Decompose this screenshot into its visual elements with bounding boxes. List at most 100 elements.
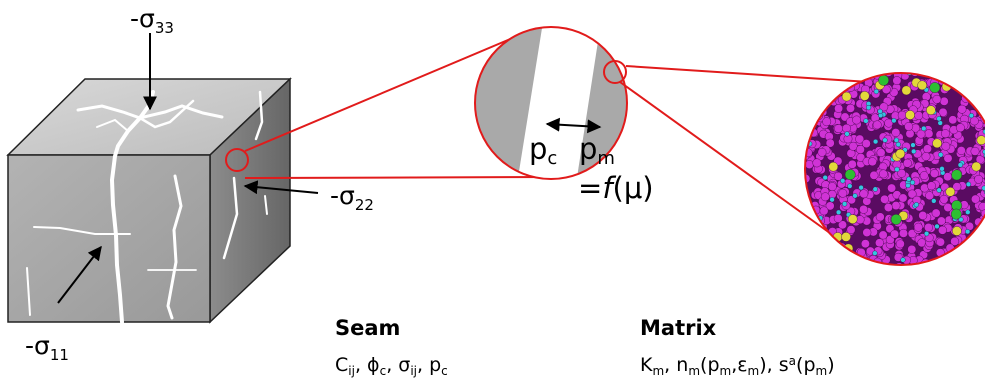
kerogen-atom — [834, 104, 843, 113]
hydrogen-atom — [863, 118, 869, 124]
hydrogen-atom — [936, 187, 942, 193]
kerogen-atom — [914, 111, 924, 121]
kerogen-atom — [838, 220, 847, 230]
molecular-view — [804, 72, 985, 271]
zoom-line-mol-upper — [625, 65, 870, 83]
hydrogen-atom — [909, 179, 916, 186]
matrix-title: Matrix — [640, 316, 717, 340]
hydrogen-atom — [900, 257, 906, 263]
top-fracture-c — [96, 118, 129, 132]
sigma22-label: -σ22 — [330, 181, 374, 214]
kerogen-atom — [875, 238, 884, 248]
hydrogen-atom — [905, 182, 911, 189]
kerogen-atom — [856, 145, 865, 154]
hydrogen-atom — [923, 231, 930, 237]
hydrogen-atom — [921, 125, 927, 132]
kerogen-atom — [925, 191, 934, 201]
kerogen-atom — [898, 193, 908, 203]
kerogen-atom — [950, 236, 960, 246]
kerogen-atom — [913, 222, 923, 232]
kerogen-atom — [956, 146, 966, 156]
kerogen-atom — [943, 203, 953, 212]
mineral-atom — [890, 213, 902, 225]
kerogen-atom — [846, 103, 855, 113]
kerogen-atom — [884, 203, 893, 212]
kerogen-atom — [861, 239, 870, 249]
kerogen-atom — [887, 183, 896, 193]
seam-params: Cij, ϕc, σij, pc — [335, 354, 448, 378]
sigma22-arrow — [243, 180, 319, 195]
kerogen-atom — [822, 117, 832, 127]
hydrogen-atom — [968, 112, 975, 119]
kerogen-atom — [932, 94, 942, 104]
hydrogen-atom — [958, 216, 964, 223]
kerogen-atom — [878, 230, 888, 240]
kerogen-atom — [890, 229, 899, 239]
kerogen-atom — [905, 129, 915, 139]
kerogen-atom — [869, 170, 879, 180]
kerogen-atom — [937, 216, 946, 226]
kerogen-atom — [936, 237, 945, 247]
kerogen-atom — [941, 141, 951, 151]
hydrogen-atom — [872, 186, 878, 192]
hydrogen-atom — [983, 152, 985, 159]
hydrogen-atom — [873, 88, 879, 95]
kerogen-atom — [820, 192, 830, 202]
kerogen-atom — [957, 104, 967, 114]
hydrogen-atom — [885, 266, 890, 271]
kerogen-atom — [875, 212, 885, 222]
side-fracture-b — [264, 195, 268, 215]
zoom-line-lower — [244, 176, 567, 179]
kerogen-atom — [941, 129, 950, 139]
kerogen-atom — [907, 189, 917, 199]
hydrogen-atom — [965, 181, 972, 187]
kerogen-atom — [805, 160, 814, 169]
sulfur-atom — [895, 148, 906, 159]
hydrogen-atom — [865, 104, 872, 111]
hydrogen-atom — [913, 202, 920, 208]
mineral-atom — [929, 82, 941, 94]
kerogen-atom — [838, 188, 848, 198]
hydrogen-atom — [982, 129, 985, 135]
sulfur-atom — [901, 85, 912, 96]
kerogen-atom — [919, 171, 929, 181]
mineral-atom — [950, 208, 962, 220]
kerogen-atom — [892, 76, 902, 86]
kerogen-atom — [827, 182, 837, 192]
kerogen-atom — [927, 181, 936, 191]
kerogen-atom — [931, 208, 941, 218]
sulfur-atom — [841, 232, 851, 242]
hydrogen-atom — [965, 209, 971, 215]
sigma11-label: -σ11 — [25, 331, 69, 364]
kerogen-atom — [819, 206, 829, 216]
kerogen-atom — [855, 134, 865, 144]
kerogen-atom — [903, 158, 912, 168]
kerogen-atom — [916, 129, 926, 139]
kerogen-atom — [846, 225, 856, 235]
hydrogen-atom — [911, 148, 917, 155]
kerogen-atom — [970, 116, 979, 126]
kerogen-atom — [930, 169, 939, 178]
pressure-double-arrow — [545, 117, 602, 134]
sulfur-atom — [859, 91, 870, 101]
sulfur-atom — [841, 91, 852, 102]
hydrogen-atom — [852, 193, 858, 199]
kerogen-atom — [897, 110, 907, 120]
kerogen-atom — [859, 189, 869, 199]
kerogen-atom — [833, 171, 843, 181]
hydrogen-atom — [822, 175, 828, 181]
hydrogen-atom — [858, 185, 864, 191]
kerogen-atom — [859, 204, 868, 214]
hydrogen-atom — [957, 162, 964, 168]
hydrogen-atom — [931, 198, 937, 204]
rock-cube — [6, 77, 292, 324]
kerogen-atom — [899, 228, 908, 238]
sulfur-atom — [926, 105, 936, 115]
hydrogen-atom — [847, 183, 853, 189]
kerogen-atom — [880, 194, 889, 204]
kerogen-atom — [868, 157, 877, 167]
kerogen-atom — [924, 223, 933, 232]
kerogen-atom — [971, 194, 980, 204]
kerogen-atom — [893, 252, 903, 262]
mineral-atom — [844, 169, 856, 181]
